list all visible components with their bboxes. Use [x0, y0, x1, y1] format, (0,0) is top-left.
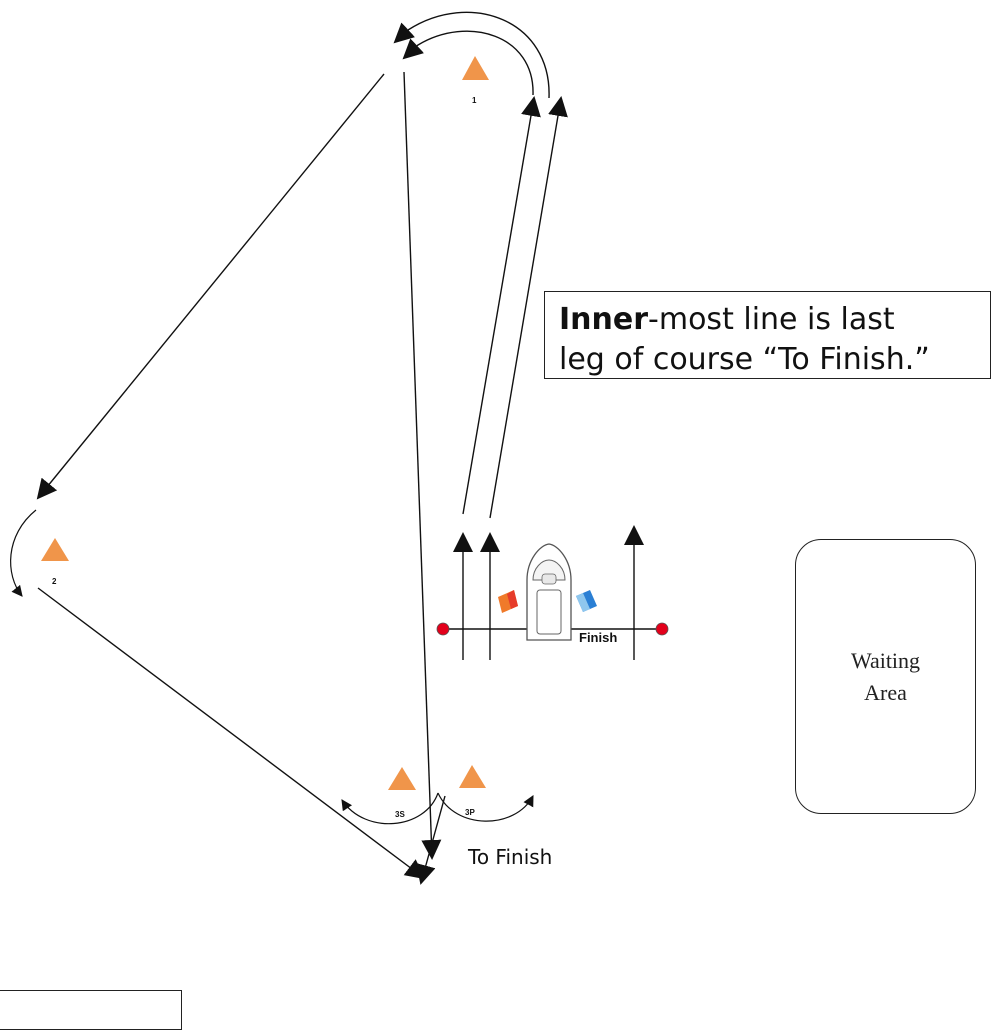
leg-buoy2-to-buoy3	[37, 587, 426, 880]
rounding-arc-buoy1-outer	[393, 11, 550, 99]
to-finish-label: To Finish	[468, 845, 553, 869]
buoy-1-label: 1	[472, 96, 477, 105]
note-line-1: Inner-most line is last	[559, 300, 976, 340]
leg-into-gate-3	[416, 795, 446, 885]
waiting-area-box: Waiting Area	[795, 539, 976, 814]
rounding-arc-3s	[341, 792, 439, 825]
buoy-1-marker	[462, 56, 489, 80]
leg-buoy1-to-finish	[403, 71, 442, 860]
buoy-2-marker	[41, 538, 69, 561]
blue-flag-icon	[576, 590, 597, 612]
buoy-3s-label: 3S	[395, 810, 405, 819]
waiting-area-line-2: Area	[864, 679, 907, 705]
rounding-arc-buoy1-inner	[402, 30, 534, 96]
finish-pin-left	[436, 622, 450, 636]
finish-line-label: Finish	[579, 630, 618, 645]
buoy-3p-marker	[459, 765, 486, 788]
note-line-1-rest: -most line is last	[648, 302, 895, 337]
course-diagram	[10, 11, 669, 885]
leg-start-to-buoy1-inner	[462, 96, 541, 515]
rounding-arc-3p	[437, 792, 534, 822]
leg-start-to-buoy1-outer	[489, 96, 568, 519]
legend-box-partial	[0, 990, 182, 1030]
finish-pin-right	[655, 622, 669, 636]
committee-boat-icon	[526, 543, 572, 641]
buoy-3p-label: 3P	[465, 808, 475, 817]
orange-flag-icon	[498, 590, 518, 613]
rounding-arc-buoy2	[10, 509, 37, 597]
buoy-3s-marker	[388, 767, 416, 790]
buoy-2-label: 2	[52, 577, 57, 586]
leg-buoy1-to-buoy2	[36, 73, 385, 500]
waiting-area-line-1: Waiting	[850, 647, 921, 673]
note-line-2: leg of course “To Finish.”	[559, 342, 930, 377]
note-bold-word: Inner	[559, 302, 649, 337]
course-note-box: Inner-most line is last leg of course “T…	[544, 291, 991, 379]
